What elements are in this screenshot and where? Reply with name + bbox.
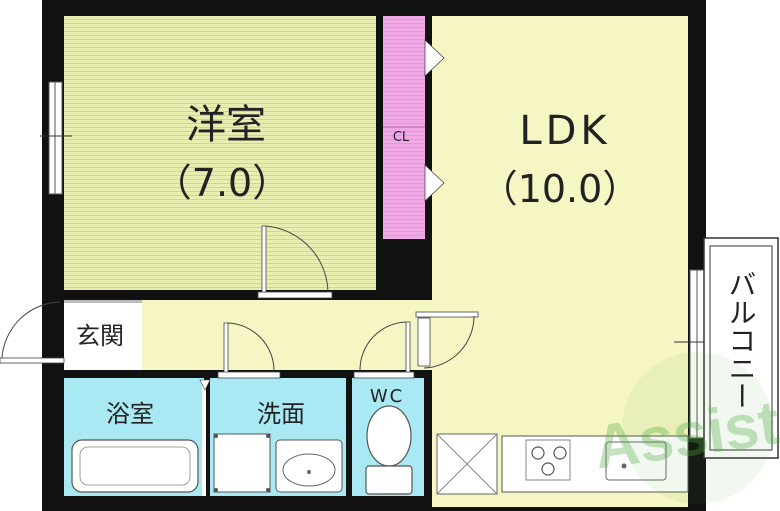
closet-label: CL [393,130,410,145]
stove [525,439,571,481]
entrance-label: 玄関 [76,322,124,350]
wc-door-leaf [405,321,411,375]
washbasin [275,439,343,493]
western-room-size: （7.0） [154,161,290,205]
bath-label: 浴室 [106,400,154,428]
toilet [366,405,412,467]
entrance-floor [64,300,142,370]
western-room-floor [64,16,376,290]
balcony-label: バルコニー [725,270,758,410]
washroom-label: 洗面 [257,400,305,428]
entrance-door-leaf [0,357,65,364]
closet-door-lower [424,164,445,202]
bathtub [71,439,199,493]
ldk-door-leaf [415,311,479,318]
wc-label: WC [370,386,404,407]
laundry-pan [213,433,271,493]
hallway-floor [142,300,432,370]
closet-door-upper [424,39,445,77]
kitchen-sink [605,441,667,481]
western-room-label: 洋室 [186,102,266,148]
watermark-circle [622,352,774,504]
washroom-door-leaf [223,322,229,376]
ldk-size: （10.0） [480,167,641,211]
western-door-leaf [261,225,267,297]
ldk-label: LDK [519,108,610,154]
ldk-floor [432,16,688,507]
